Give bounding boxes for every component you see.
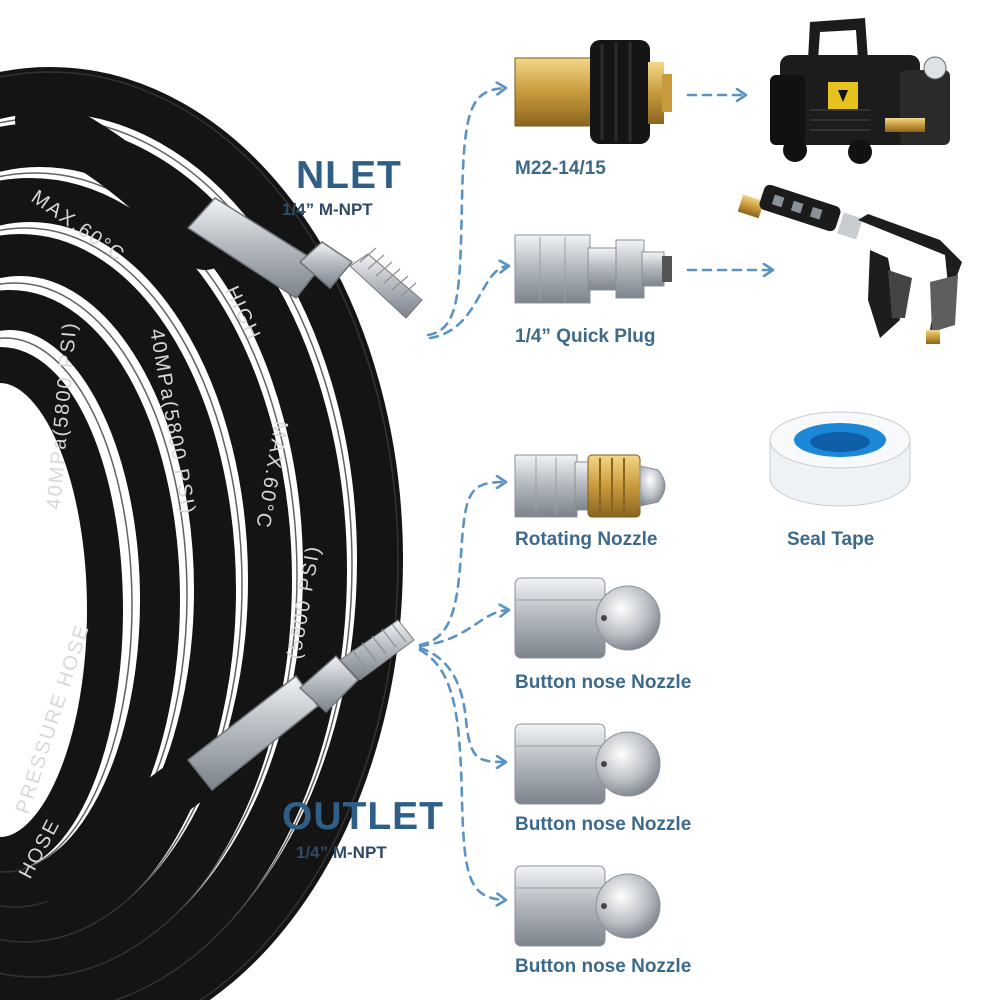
rotating-nozzle-icon — [514, 454, 666, 518]
m22-brass-adapter-icon — [514, 40, 672, 144]
button-nose-nozzle-label-3: Button nose Nozzle — [515, 956, 692, 977]
seal-tape-icon — [769, 411, 911, 507]
pressure-washer-icon — [770, 18, 950, 164]
button-nose-nozzle-icon — [514, 577, 661, 659]
spray-gun-icon — [737, 184, 962, 344]
button-nose-nozzle-icon — [514, 723, 661, 805]
seal-tape-label: Seal Tape — [787, 529, 875, 550]
inlet-title: NLET — [296, 154, 402, 197]
outlet-title: OUTLET — [282, 795, 444, 838]
button-nose-nozzle-label-2: Button nose Nozzle — [515, 814, 692, 835]
button-nose-nozzle-label-1: Button nose Nozzle — [515, 672, 692, 693]
dashed-arrow-icon — [418, 88, 772, 900]
button-nose-nozzle-icon — [514, 865, 661, 947]
hose-coil-illustration: MAX.60°C 40MPa(5800 PSI) HIGH MAX.60°C 4… — [0, 67, 423, 1000]
rotating-nozzle-label: Rotating Nozzle — [515, 529, 658, 550]
outlet-fitting-icon — [186, 619, 415, 792]
outlet-thread-label: 1/4” M-NPT — [296, 843, 387, 862]
quick-plug-icon — [514, 234, 672, 304]
inlet-fitting-icon — [186, 197, 423, 319]
m22-adapter-label: M22-14/15 — [515, 158, 606, 179]
inlet-thread-label: 1/4” M-NPT — [282, 200, 373, 219]
quick-plug-label: 1/4” Quick Plug — [515, 326, 656, 347]
